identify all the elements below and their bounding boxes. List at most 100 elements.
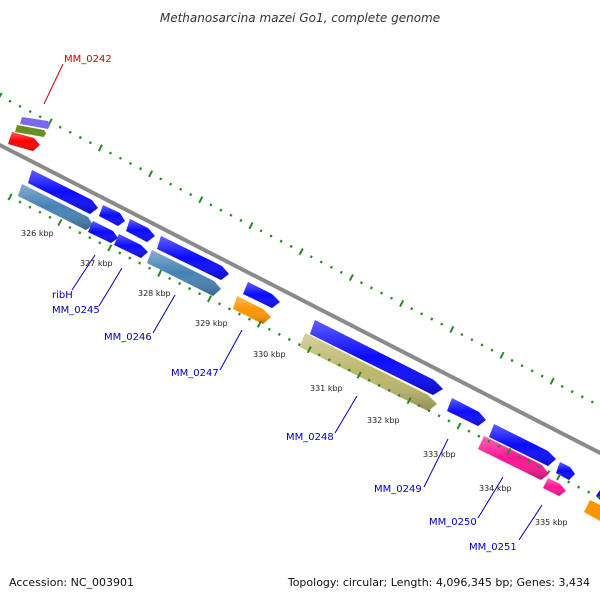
leader-line <box>219 329 243 371</box>
ring-dot <box>387 388 391 392</box>
ring-dot <box>467 429 471 433</box>
ring-dot <box>430 317 434 321</box>
cds-blue-3 <box>126 219 155 242</box>
inner-dotted-ring <box>7 193 600 499</box>
gene-label-mm0248[interactable]: MM_0248 <box>286 432 334 443</box>
feature-olive <box>15 125 46 137</box>
ring-dot <box>380 291 384 295</box>
cds-blue-8 <box>489 424 556 466</box>
ring-dot <box>68 225 72 230</box>
tick-labels: 326 kbp 327 kbp 328 kbp 329 kbp 330 kbp … <box>21 229 568 527</box>
gene-label-mm0251[interactable]: MM_0251 <box>469 542 517 553</box>
ring-major-tick <box>406 397 412 405</box>
gene-label-mm0247[interactable]: MM_0247 <box>171 368 219 379</box>
gene-blue-a <box>88 221 118 243</box>
gene-label-mm0246[interactable]: MM_0246 <box>104 332 152 343</box>
gene-label-ribh[interactable]: ribH <box>52 290 73 301</box>
ring-dot <box>510 358 514 363</box>
ring-dot <box>317 353 321 357</box>
leader-line <box>477 476 504 519</box>
ring-dot <box>397 393 401 397</box>
ring-dot <box>169 182 173 186</box>
gene-label-mm0242[interactable]: MM_0242 <box>64 54 112 65</box>
leader-line <box>152 294 176 334</box>
ring-major-tick <box>348 273 354 282</box>
ring-dot <box>118 156 122 160</box>
cds-track <box>28 170 600 500</box>
ring-major-tick <box>399 299 405 308</box>
ring-major-tick <box>256 320 262 328</box>
tick-label: 330 kbp <box>253 350 286 359</box>
tick-label: 329 kbp <box>195 319 228 328</box>
cds-blue-10 <box>596 490 600 500</box>
ring-dot <box>530 369 534 373</box>
ring-major-tick <box>248 222 254 230</box>
ring-major-tick <box>499 351 505 359</box>
ring-major-tick <box>0 92 3 99</box>
ring-dot <box>520 364 524 368</box>
gene-pink-small <box>543 478 566 496</box>
ring-dot <box>88 236 92 240</box>
leader-line <box>71 254 96 291</box>
ring-dot <box>309 255 313 259</box>
gene-label-mm0245[interactable]: MM_0245 <box>52 305 100 316</box>
gene-pink <box>478 436 549 480</box>
ring-major-tick <box>207 295 212 303</box>
ring-dot <box>480 343 484 347</box>
cds-blue-4 <box>157 236 229 280</box>
ring-dot <box>597 495 600 499</box>
ring-dot <box>590 400 594 404</box>
ring-dot <box>188 287 192 291</box>
ring-dot <box>179 187 183 191</box>
ring-major-tick <box>506 447 512 456</box>
ring-dot <box>227 307 231 311</box>
ring-dot <box>377 383 381 387</box>
ring-dot <box>437 414 441 418</box>
tick-label: 327 kbp <box>80 259 113 268</box>
cds-blue-1 <box>28 170 98 214</box>
outer-dotted-ring <box>0 92 600 410</box>
ring-dot <box>347 368 351 372</box>
gene-blue-b <box>114 234 148 258</box>
ring-dot <box>18 104 22 108</box>
gene-label-mm0249[interactable]: MM_0249 <box>374 484 422 495</box>
accession-text: Accession: NC_003901 <box>9 576 134 589</box>
gene-orange-2 <box>584 500 600 521</box>
ring-dot <box>527 460 531 464</box>
ring-dot <box>267 327 271 331</box>
gene-labels: MM_0242 ribH MM_0245 MM_0246 MM_0247 MM_… <box>52 54 517 553</box>
ring-dot <box>239 218 243 223</box>
map-title: Methanosarcina mazei Go1, complete genom… <box>160 11 440 25</box>
ring-dot <box>138 261 142 265</box>
ring-dot <box>440 322 444 326</box>
ring-dot <box>108 151 112 155</box>
ring-dot <box>128 256 132 260</box>
ring-major-tick <box>57 218 63 227</box>
feature-red <box>8 132 40 151</box>
ring-dot <box>477 434 481 438</box>
cds-blue-6 <box>310 320 443 395</box>
ring-major-tick <box>298 248 304 256</box>
leader-line <box>98 267 123 307</box>
cds-blue-9 <box>556 462 575 480</box>
ring-dot <box>219 208 223 212</box>
ring-dot <box>98 241 102 245</box>
ring-dot <box>587 490 591 494</box>
ring-major-tick <box>549 377 555 385</box>
ring-dot <box>540 374 544 378</box>
ring-dot <box>390 296 394 300</box>
ring-major-tick <box>148 170 154 178</box>
ring-dot <box>547 470 551 474</box>
ring-dot <box>339 270 343 274</box>
ring-dot <box>410 307 414 311</box>
ring-major-tick <box>449 325 455 333</box>
ring-dot <box>359 281 363 285</box>
ring-dot <box>139 167 143 171</box>
tick-label: 335 kbp <box>535 518 568 527</box>
gene-label-mm0250[interactable]: MM_0250 <box>429 517 477 528</box>
ring-dot <box>28 109 32 114</box>
ring-dot <box>537 465 541 469</box>
tick-label: 334 kbp <box>479 484 512 493</box>
gene-khaki <box>300 333 437 411</box>
